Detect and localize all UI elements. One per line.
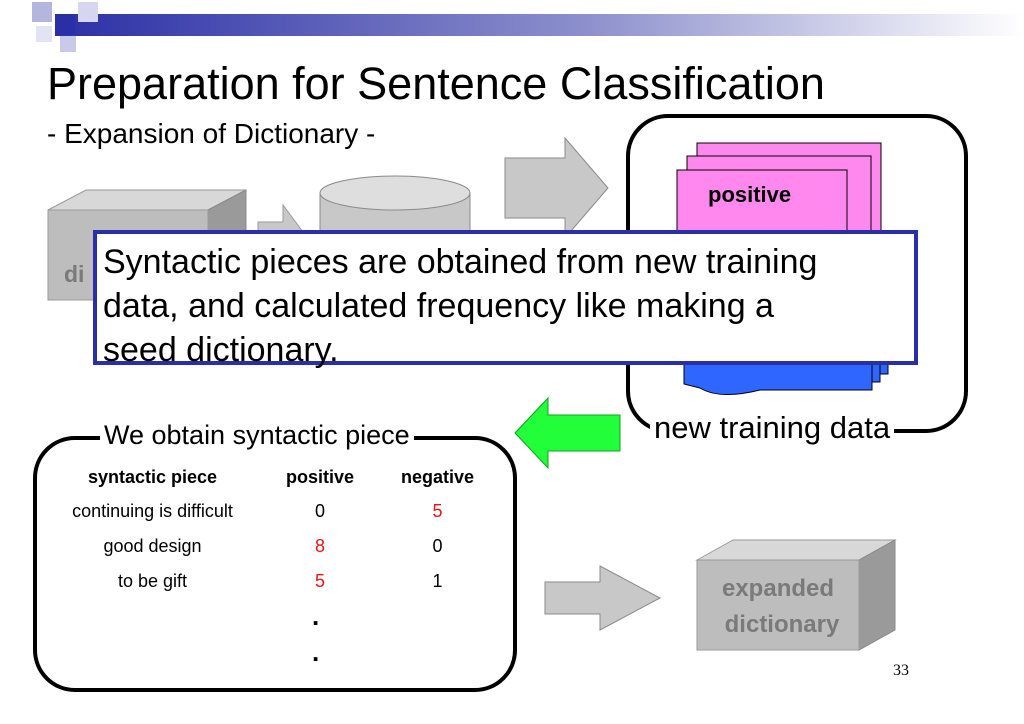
expand-right-arrow-icon [544,565,662,631]
big-right-arrow-icon [504,136,609,240]
ellipsis-dot: . [312,601,320,631]
table-header-row: syntactic piece positive negative [50,460,490,494]
negative-cell: 5 [432,501,443,521]
table-row: to be gift 5 1 [50,564,490,599]
table-ellipsis: . . [312,598,319,670]
positive-cell: 5 [314,571,325,591]
header-negative: negative [400,466,475,487]
header-positive: positive [285,466,355,487]
piece-cell: good design [103,536,202,556]
positive-cell: 0 [314,501,325,521]
piece-cell: continuing is difficult [72,501,233,521]
header-syntactic-piece: syntactic piece [87,466,218,487]
slide-title: Preparation for Sentence Classification [47,58,825,109]
expanded-label-line1: expanded [722,575,834,602]
callout-line: Syntactic pieces are obtained from new t… [103,243,818,281]
callout-line: data, and calculated frequency like maki… [103,287,774,325]
expanded-label-line2: dictionary [725,611,840,638]
negative-cell: 1 [432,571,443,591]
page-number: 33 [893,662,909,679]
negative-cell: 0 [432,536,443,556]
table-row: continuing is difficult 0 5 [50,494,490,529]
green-left-arrow-icon [514,396,621,470]
table-row: good design 8 0 [50,529,490,564]
expanded-dictionary-box: expanded dictionary [695,539,897,651]
decorative-squares [32,2,98,52]
callout-box: Syntactic pieces are obtained from new t… [93,230,918,369]
seed-box-label: di [64,261,84,287]
ellipsis-dot: . [312,637,320,667]
positive-doc-label: positive [708,182,791,207]
title-gradient-bar [55,14,1024,36]
new-training-data-label: new training data [650,410,895,446]
slide-subtitle: - Expansion of Dictionary - [47,118,376,149]
syntactic-piece-table: syntactic piece positive negative contin… [50,460,490,599]
positive-cell: 8 [314,536,325,556]
callout-line: seed dictionary. [103,331,339,369]
piece-cell: to be gift [117,571,188,591]
obtain-panel-label: We obtain syntactic piece [100,420,414,451]
